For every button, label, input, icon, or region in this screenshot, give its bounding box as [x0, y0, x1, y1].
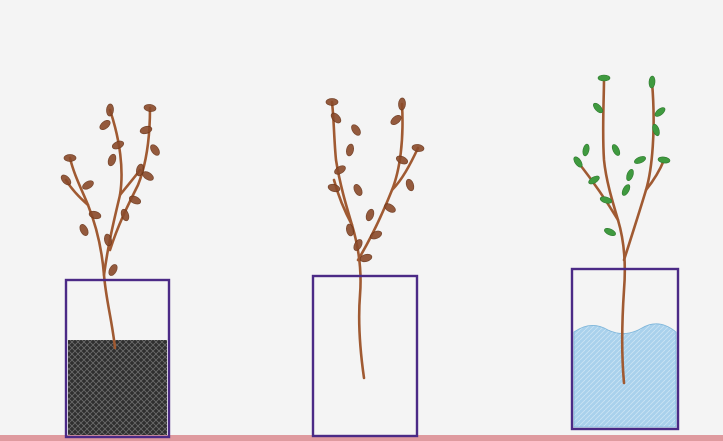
leaf [649, 76, 656, 88]
bud [64, 155, 76, 162]
water-fill [574, 324, 676, 427]
bud [326, 99, 338, 106]
leaf [598, 75, 610, 81]
soil-fill [68, 340, 167, 435]
